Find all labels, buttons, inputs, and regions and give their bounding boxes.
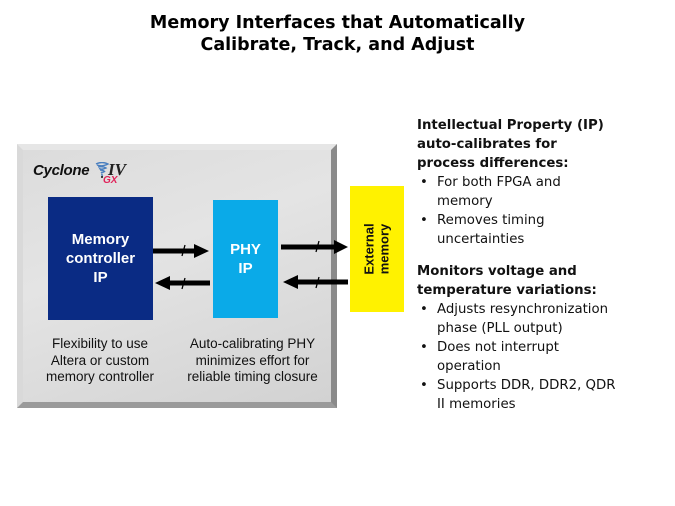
phy-caption: Auto-calibrating PHY minimizes effort fo… <box>170 336 335 386</box>
heading-line: temperature variations: <box>417 283 597 298</box>
list-item: • Adjusts resynchronization phase (PLL o… <box>417 300 675 338</box>
item-line: operation <box>437 359 501 374</box>
phy-label-line-2: IP <box>238 260 253 277</box>
item-line: Supports DDR, DDR2, QDR <box>437 378 616 393</box>
external-memory-block: External memory <box>350 186 404 312</box>
bullet-icon: • <box>420 378 428 393</box>
mc-label-line-3: IP <box>93 269 108 286</box>
phy-ip-block: PHY IP <box>213 200 278 318</box>
section-voltage-temperature: Monitors voltage and temperature variati… <box>417 262 675 414</box>
slide-title: Memory Interfaces that Automatically Cal… <box>0 12 675 56</box>
logo-variant: GX <box>103 175 118 186</box>
caption-line: minimizes effort for <box>195 352 310 368</box>
caption-line: memory controller <box>45 369 155 384</box>
item-line: phase (PLL output) <box>437 321 563 336</box>
logo-brand: Cyclone <box>33 162 90 179</box>
caption-line: Altera or custom <box>50 352 150 368</box>
title-line-2: Calibrate, Track, and Adjust <box>200 35 475 55</box>
tornado-swirl-icon <box>95 162 109 178</box>
mc-label-line-1: Memory <box>71 231 130 248</box>
list-item: • Does not interrupt operation <box>417 338 675 376</box>
bullet-icon: • <box>420 340 428 355</box>
item-line: Removes timing <box>437 213 545 228</box>
cyclone-iv-gx-logo: Cyclone IV GX <box>33 160 153 192</box>
logo-family: IV <box>108 160 126 179</box>
ext-label-line-2: memory <box>377 223 392 275</box>
heading-line: process differences: <box>417 156 569 171</box>
bullet-icon: • <box>420 175 428 190</box>
section-heading: Monitors voltage and temperature variati… <box>417 262 675 300</box>
list-item: • Removes timing uncertainties <box>417 211 675 249</box>
list-item: • Supports DDR, DDR2, QDR II memories <box>417 376 675 414</box>
heading-line: auto-calibrates for <box>417 137 557 152</box>
heading-line: Monitors voltage and <box>417 264 577 279</box>
phy-label-line-1: PHY <box>230 241 261 258</box>
section-process: Intellectual Property (IP) auto-calibrat… <box>417 116 675 249</box>
heading-line: Intellectual Property (IP) <box>417 118 604 133</box>
ext-label-line-1: External <box>362 223 377 275</box>
list-item: • For both FPGA and memory <box>417 173 675 211</box>
memory-controller-ip-block: Memory controller IP <box>48 197 153 320</box>
item-line: For both FPGA and <box>437 175 561 190</box>
feature-list: Intellectual Property (IP) auto-calibrat… <box>417 116 675 414</box>
section-heading: Intellectual Property (IP) auto-calibrat… <box>417 116 675 173</box>
title-line-1: Memory Interfaces that Automatically <box>149 13 526 33</box>
caption-line: reliable timing closure <box>187 369 318 384</box>
caption-line: Flexibility to use <box>51 336 149 351</box>
item-line: II memories <box>437 397 516 412</box>
mc-label-line-2: controller <box>65 250 136 267</box>
bullet-list: • For both FPGA and memory • Removes tim… <box>417 173 675 249</box>
memory-controller-caption: Flexibility to use Altera or custom memo… <box>30 336 170 386</box>
item-line: Adjusts resynchronization <box>437 302 609 317</box>
item-line: uncertainties <box>437 232 525 247</box>
bullet-icon: • <box>420 302 428 317</box>
item-line: Does not interrupt <box>437 340 560 355</box>
item-line: memory <box>437 194 493 209</box>
bullet-icon: • <box>420 213 428 228</box>
bullet-list: • Adjusts resynchronization phase (PLL o… <box>417 300 675 414</box>
caption-line: Auto-calibrating PHY <box>189 336 316 351</box>
